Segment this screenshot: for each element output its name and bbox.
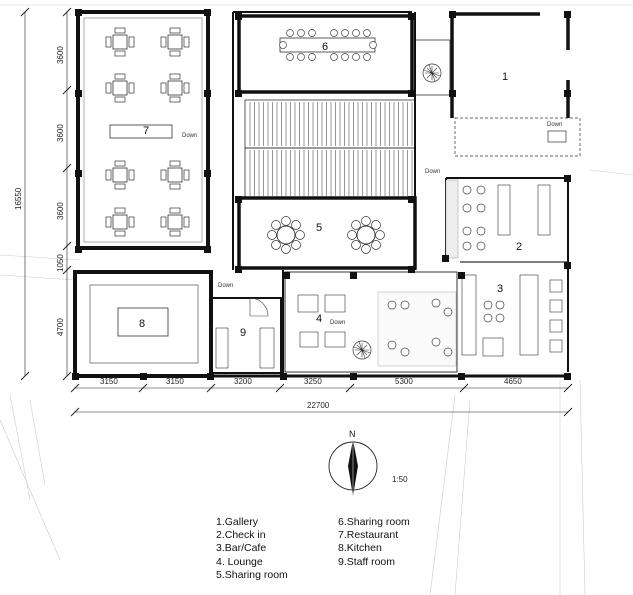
- dim-left-1: 3600: [56, 46, 65, 64]
- dim-left-4: 1050: [56, 254, 65, 272]
- scale-label: 1:50: [392, 475, 408, 484]
- room-number-1: 1: [502, 71, 508, 83]
- down-label: Down: [425, 169, 440, 175]
- north-label: N: [349, 429, 356, 439]
- main-walls: [75, 11, 568, 378]
- legend-item: 3.Bar/Cafe: [216, 542, 267, 555]
- legend-item: 9.Staff room: [338, 555, 396, 568]
- room-sharing-6: [237, 14, 414, 94]
- north-arrow: N 1:50: [328, 429, 408, 496]
- down-label: Down: [218, 283, 233, 289]
- legend-item: 5.Sharing room: [216, 568, 288, 581]
- central-stair: [244, 99, 416, 199]
- legend-column-1: 1.Gallery 2.Check in 3.Bar/Cafe 4. Loung…: [216, 516, 288, 582]
- legend-item: 4. Lounge: [216, 555, 263, 568]
- dim-bottom-5: 5300: [395, 377, 413, 386]
- dim-bottom-3: 3200: [234, 377, 252, 386]
- dim-left-total: 16550: [14, 187, 23, 210]
- room-number-9: 9: [240, 327, 246, 339]
- room-lounge: [284, 271, 458, 373]
- room-number-2: 2: [516, 241, 522, 253]
- room-staff: [210, 297, 282, 374]
- dim-left-3: 3600: [56, 202, 65, 220]
- context-lines: [0, 4, 633, 595]
- room-number-7: 7: [143, 125, 149, 137]
- legend-item: 2.Check in: [216, 529, 266, 542]
- down-label: Down: [330, 320, 345, 326]
- room-sharing-5: [237, 196, 417, 270]
- room-number-5: 5: [316, 222, 322, 234]
- legend-item: 6.Sharing room: [338, 516, 410, 528]
- legend-item: 7.Restaurant: [338, 529, 399, 542]
- legend-item: 1.Gallery: [216, 516, 259, 528]
- room-restaurant: [76, 10, 210, 250]
- structural-columns: [72, 9, 571, 380]
- dimension-text: 3600 3600 3600 1050 4700 16550 3150 3150…: [14, 46, 522, 410]
- room-number-6: 6: [322, 41, 328, 53]
- dimension-lines: [20, 7, 573, 417]
- dim-bottom-4: 3250: [304, 377, 322, 386]
- dim-bottom-6: 4650: [504, 377, 522, 386]
- dim-bottom-total: 22700: [307, 401, 330, 410]
- room-number-4: 4: [316, 313, 322, 325]
- room-numbers: 1 2 3 4 5 6 7 8 9: [139, 41, 522, 339]
- down-labels: Down Down Down Down Down: [182, 122, 562, 326]
- dim-bottom-2: 3150: [166, 377, 184, 386]
- dim-bottom-1: 3150: [100, 377, 118, 386]
- legend-item: 8.Kitchen: [338, 542, 382, 555]
- dim-left-5: 4700: [56, 318, 65, 336]
- room-gallery: [414, 12, 581, 157]
- down-label: Down: [182, 133, 197, 139]
- dim-left-2: 3600: [56, 124, 65, 142]
- room-number-8: 8: [139, 318, 145, 330]
- legend-column-2: 6.Sharing room 7.Restaurant 8.Kitchen 9.…: [338, 516, 410, 569]
- room-number-3: 3: [497, 283, 503, 295]
- down-label: Down: [547, 122, 562, 128]
